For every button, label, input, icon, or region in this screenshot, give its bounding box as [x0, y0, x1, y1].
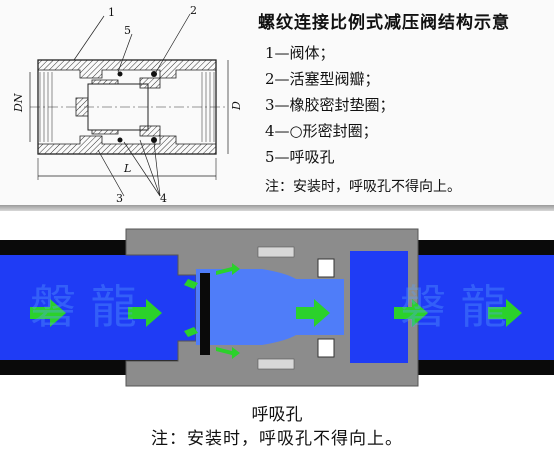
- dim-l-label: L: [123, 162, 131, 175]
- cross-section-panel: 1 2 5 3 4 DN D L 螺纹连接比例式减压阀结构示意 1—阀体； 2—…: [0, 0, 554, 205]
- vent-hole-caption: 呼吸孔: [251, 405, 303, 425]
- seal-top: [317, 258, 335, 278]
- callout-3: 3: [116, 192, 123, 205]
- legend-item-3: 3—橡胶密封垫圈；: [265, 96, 395, 114]
- legend-item-2: 2—活塞型阀瓣；: [265, 70, 380, 88]
- legend-item-5: 5—呼吸孔: [265, 148, 335, 166]
- dim-dn-label: DN: [12, 93, 25, 113]
- flow-illustration-panel: 磐 龍 磐 龍: [0, 211, 554, 446]
- seal-bottom: [317, 338, 335, 358]
- callout-5: 5: [124, 24, 131, 37]
- flow-diagram: 磐 龍 磐 龍: [0, 228, 554, 387]
- diagram-title: 螺纹连接比例式减压阀结构示意: [258, 13, 510, 33]
- vent-hole-bottom: [257, 358, 295, 370]
- vent-hole-top: [257, 246, 295, 258]
- piston-head: [200, 273, 210, 355]
- installation-note: 注：安装时，呼吸孔不得向上。: [265, 179, 461, 195]
- watermark: 磐 龍: [30, 280, 137, 334]
- legend-item-4: 4—○形密封圈；: [265, 122, 378, 140]
- callout-4: 4: [160, 192, 167, 205]
- callout-2: 2: [190, 4, 197, 17]
- panel-divider: [0, 205, 554, 211]
- dim-d-label: D: [230, 101, 243, 111]
- flow-arrows: [30, 263, 522, 359]
- valve-cross-section-drawing: 1 2 5 3 4 DN D L: [12, 4, 243, 205]
- watermark-right: 磐 龍: [400, 280, 507, 334]
- inner-chamber: [196, 269, 344, 345]
- legend-item-1: 1—阀体；: [265, 44, 335, 62]
- callout-1: 1: [108, 6, 115, 19]
- bottom-note: 注：安装时，呼吸孔不得向上。: [151, 429, 403, 449]
